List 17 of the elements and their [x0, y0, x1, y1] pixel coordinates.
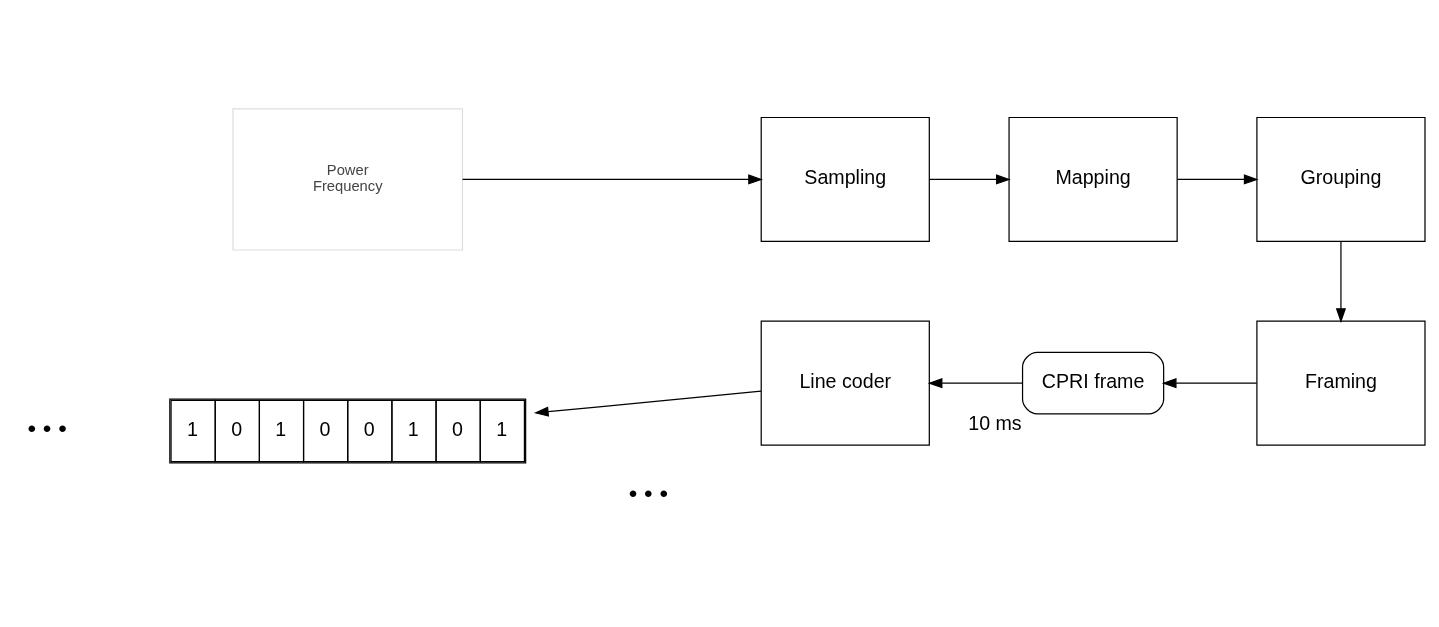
arrow [1176, 174, 1259, 185]
label: • • • [27, 415, 67, 443]
arrow [1161, 377, 1258, 389]
node-box: Framing [1256, 320, 1426, 446]
arrow [461, 174, 763, 185]
arrow [1335, 241, 1347, 323]
node-box: Power Frequency [232, 108, 464, 251]
node-label: 10 ms [968, 411, 1022, 434]
arrow [928, 174, 1011, 185]
node-box: CPRI frame [1021, 351, 1165, 415]
node-box: Grouping [1256, 116, 1426, 243]
node-box: Line coder [760, 320, 930, 446]
arrow [533, 390, 762, 417]
arrow [927, 377, 1023, 389]
label: • • • [628, 480, 669, 508]
node-box: Sampling [760, 116, 930, 243]
node-box: Mapping [1008, 116, 1178, 243]
